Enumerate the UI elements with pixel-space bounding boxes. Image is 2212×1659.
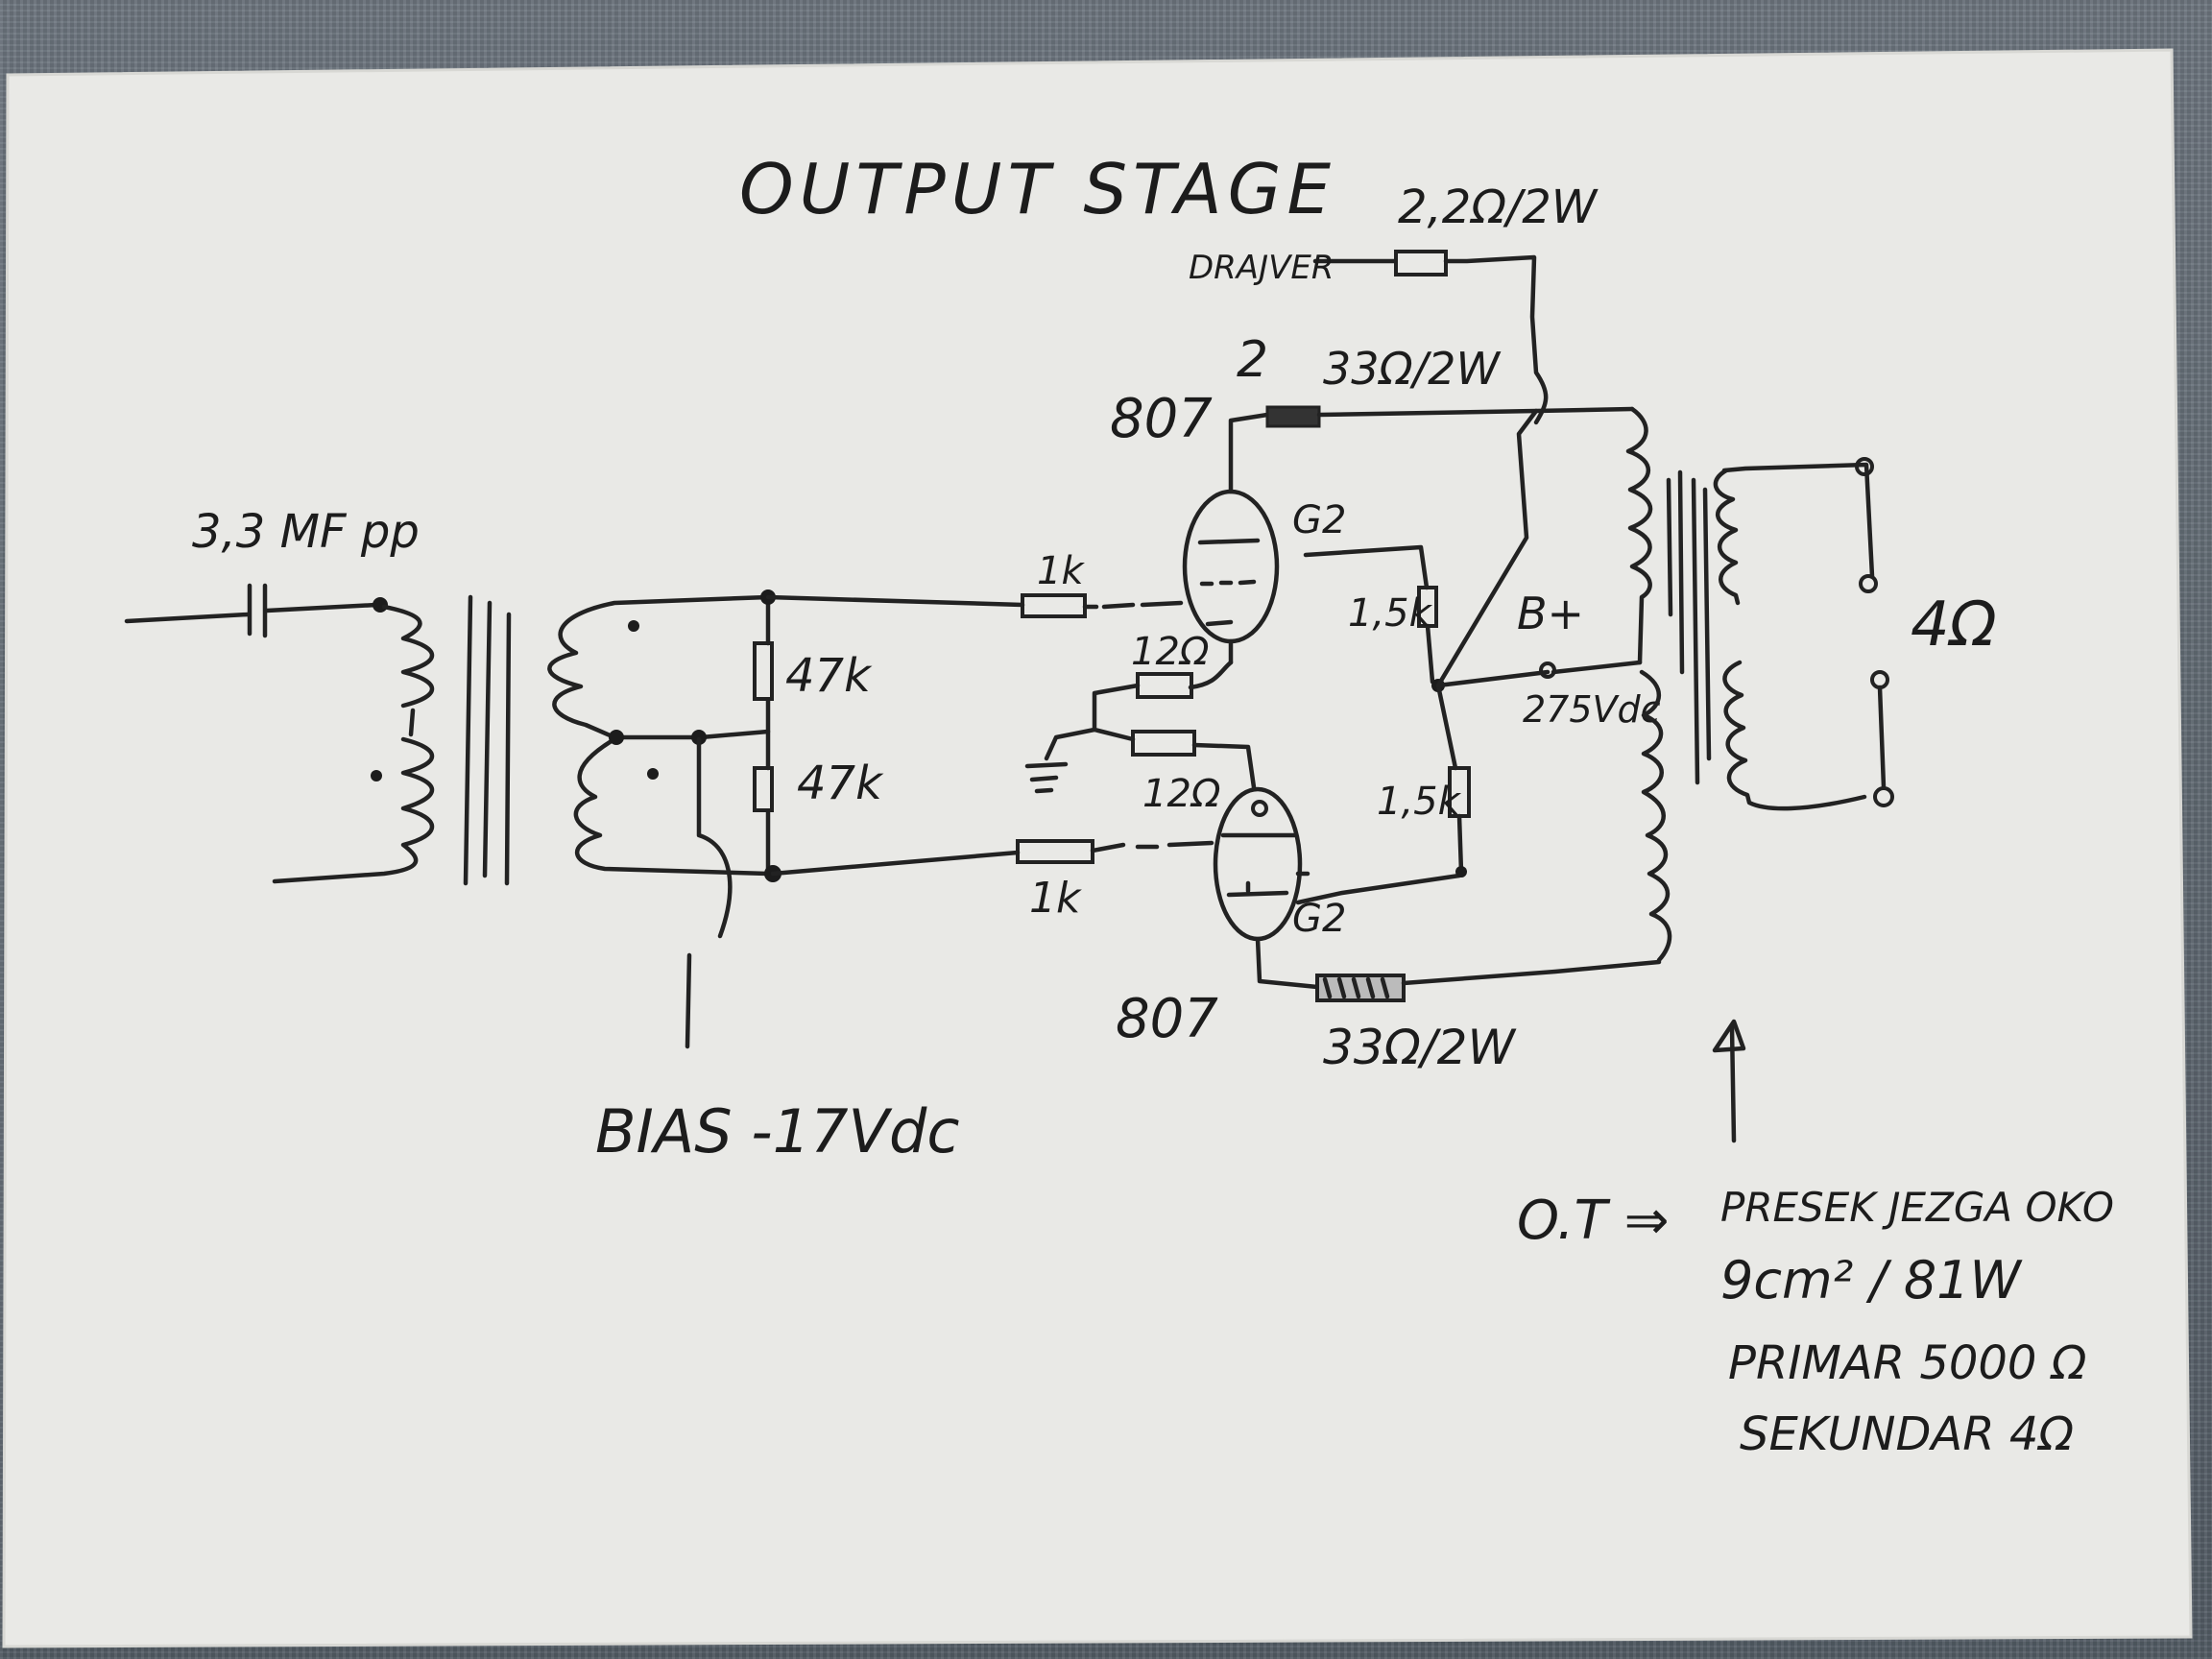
pin-2-label: 2 bbox=[1237, 331, 1268, 389]
driver-feed bbox=[1312, 250, 1549, 425]
resistor-47k-top-label: 47k bbox=[785, 649, 873, 703]
tube-807-top bbox=[1182, 412, 1430, 665]
output-transformer bbox=[1625, 406, 1712, 963]
tube-807-bottom bbox=[1213, 786, 1462, 990]
output-secondary bbox=[1713, 457, 1894, 811]
resistor-1k-bottom-label: 1k bbox=[1029, 874, 1082, 923]
grid-resistors bbox=[765, 593, 1214, 877]
diagram-title: OUTPUT STAGE bbox=[739, 149, 1336, 229]
anode-stopper-bottom bbox=[1315, 959, 1662, 1002]
resistor-12-bottom-label: 12Ω bbox=[1142, 772, 1221, 816]
driver-label: DRAJVER bbox=[1189, 249, 1334, 287]
input-cap-label: 3,3 MF pp bbox=[192, 505, 420, 559]
screen-grid-network bbox=[1417, 408, 1643, 878]
cathode-resistors bbox=[1024, 660, 1257, 794]
bplus-label: B+ bbox=[1517, 588, 1584, 639]
note-line-1: PRESEK JEZGA OKO bbox=[1720, 1184, 2114, 1231]
resistor-33-bottom-label: 33Ω/2W bbox=[1323, 1020, 1516, 1075]
resistor-1-5k-bottom-label: 1,5k bbox=[1377, 780, 1462, 824]
note-line-2: 9cm² / 81W bbox=[1720, 1250, 2024, 1310]
bias-divider bbox=[753, 589, 781, 882]
note-line-3: PRIMAR 5000 Ω bbox=[1728, 1336, 2087, 1390]
g2-top-label: G2 bbox=[1292, 498, 1346, 542]
driver-transformer-secondary bbox=[547, 594, 771, 1049]
resistor-33-top-label: 33Ω/2W bbox=[1323, 343, 1501, 395]
input-terminal-dot bbox=[373, 597, 388, 613]
input-capacitor bbox=[124, 583, 379, 638]
ot-arrow bbox=[1712, 1019, 1746, 1143]
resistor-1-5k-top-label: 1,5k bbox=[1348, 591, 1433, 636]
bplus-voltage-label: 275Vdc bbox=[1523, 688, 1661, 731]
driver-transformer-primary bbox=[272, 594, 512, 886]
anode-stopper-top bbox=[1265, 405, 1635, 428]
speaker-label: 4Ω bbox=[1911, 589, 1997, 661]
g2-bottom-label: G2 bbox=[1292, 897, 1346, 941]
ot-label: O.T ⇒ bbox=[1517, 1190, 1670, 1252]
bias-label: BIAS -17Vdc bbox=[595, 1096, 959, 1166]
tube-807-bottom-label: 807 bbox=[1116, 988, 1218, 1050]
resistor-47k-bottom-label: 47k bbox=[797, 757, 884, 810]
tube-807-top-label: 807 bbox=[1110, 388, 1213, 450]
note-line-4: SEKUNDAR 4Ω bbox=[1740, 1407, 2074, 1461]
resistor-12-top-label: 12Ω bbox=[1131, 630, 1210, 674]
resistor-1k-top-label: 1k bbox=[1037, 549, 1085, 593]
resistor-2-2-label: 2,2Ω/2W bbox=[1398, 180, 1599, 234]
